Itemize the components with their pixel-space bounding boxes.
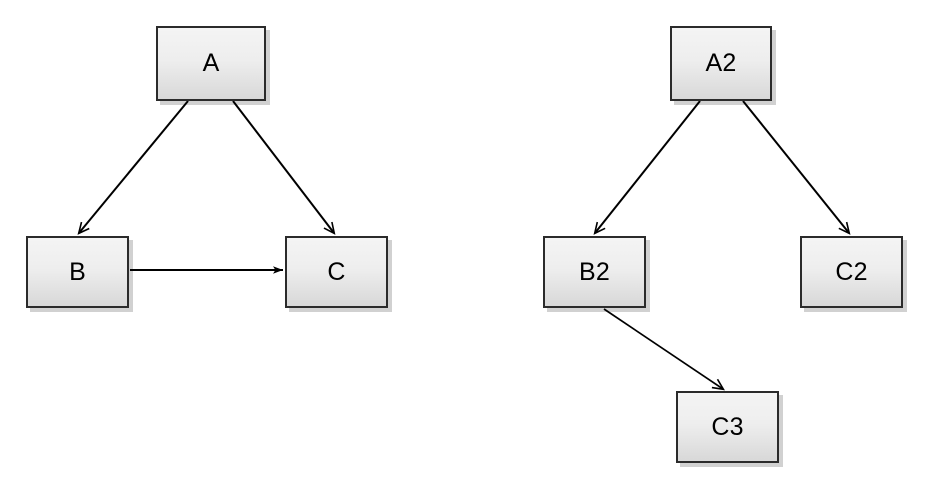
node-c[interactable]: C: [285, 236, 388, 308]
node-a2[interactable]: A2: [670, 26, 772, 101]
node-c3-label: C3: [711, 412, 744, 441]
edge-a2-to-c2: [742, 100, 851, 235]
node-b[interactable]: B: [26, 236, 129, 308]
node-c2[interactable]: C2: [800, 236, 903, 308]
edge-a2-to-b2: [593, 100, 701, 235]
node-c3[interactable]: C3: [676, 391, 779, 463]
node-b2[interactable]: B2: [543, 236, 646, 308]
node-a[interactable]: A: [156, 26, 266, 101]
node-a-label: A: [202, 49, 220, 77]
node-c-label: C: [327, 257, 346, 286]
node-b-label: B: [69, 257, 86, 286]
node-a2-label: A2: [705, 49, 737, 77]
edge-a-to-b: [77, 100, 189, 235]
edge-a-to-c: [232, 100, 336, 235]
node-b2-label: B2: [579, 257, 610, 286]
edge-b2-to-c3: [603, 308, 725, 391]
node-c2-label: C2: [835, 257, 868, 286]
